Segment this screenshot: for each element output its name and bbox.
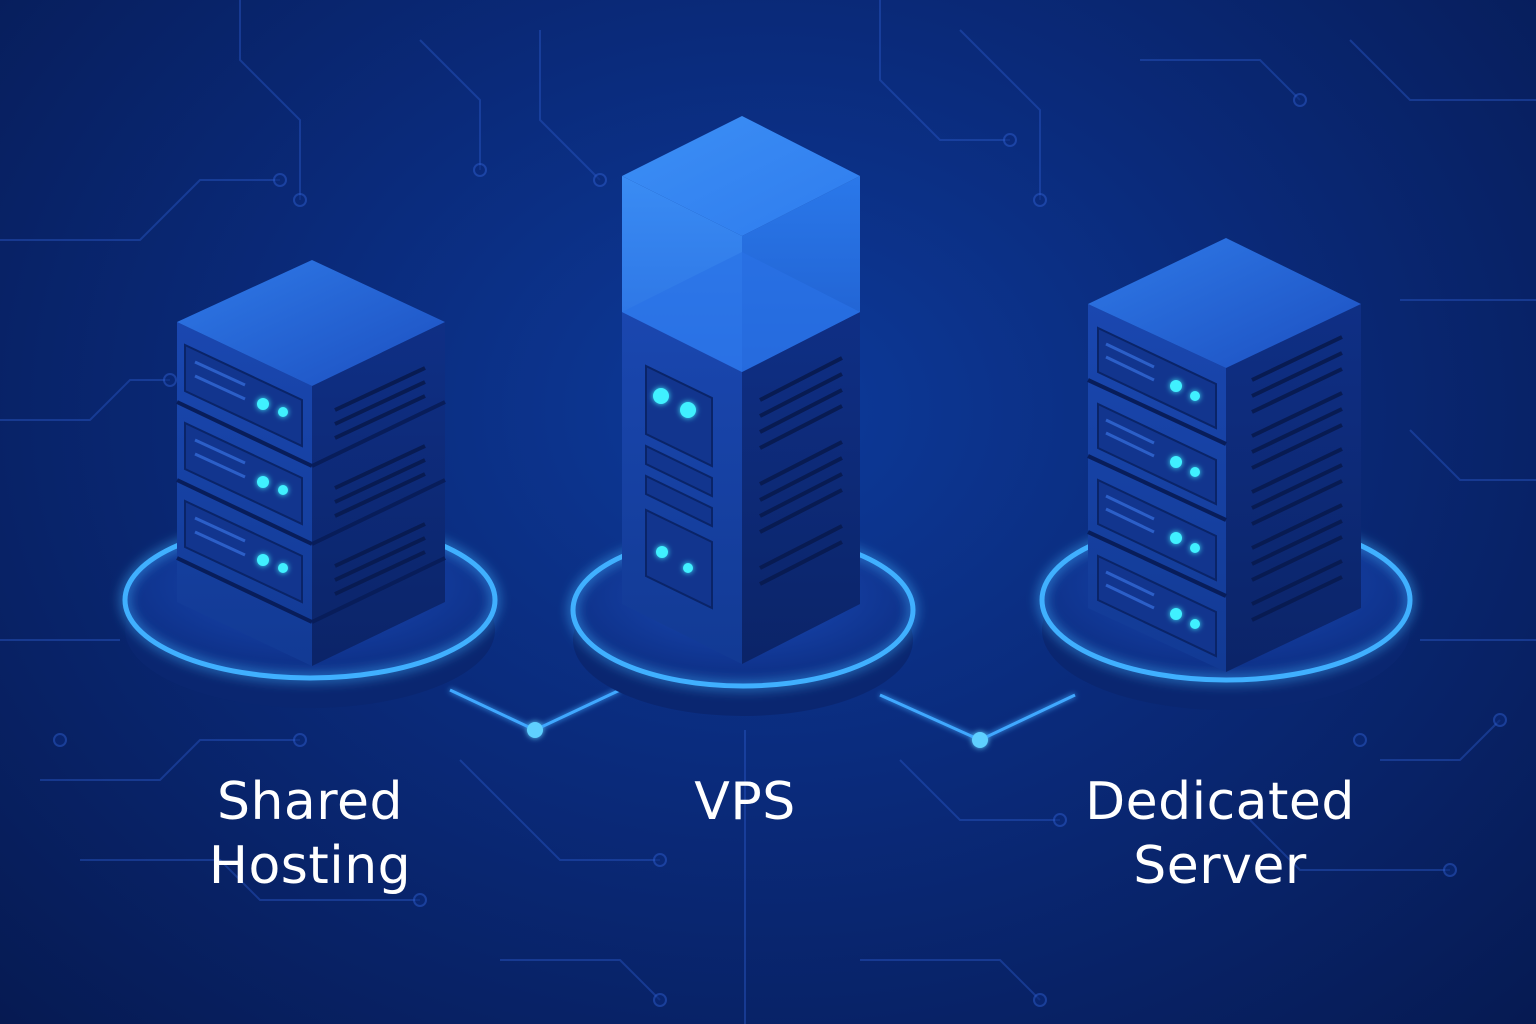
dedicated-server (1039, 238, 1413, 710)
status-led (653, 388, 696, 573)
vps-label: VPS (595, 770, 895, 834)
label-line: Server (1133, 836, 1307, 896)
connector-node (972, 732, 988, 748)
dedicated-server-label: Dedicated Server (1040, 770, 1400, 898)
connector-node (527, 722, 543, 738)
status-led (1170, 380, 1200, 629)
circuit-nodes (53, 93, 1507, 1007)
label-line: Hosting (208, 836, 412, 896)
top-face (1088, 238, 1361, 368)
status-led (257, 398, 288, 573)
label-line: VPS (694, 772, 796, 832)
network-connectors (449, 688, 1076, 748)
vps-server (570, 116, 916, 716)
top-face (177, 260, 445, 386)
label-line: Shared (216, 772, 404, 832)
shared-hosting-server (122, 260, 498, 708)
label-line: Dedicated (1085, 772, 1355, 832)
shared-hosting-label: Shared Hosting (160, 770, 460, 898)
